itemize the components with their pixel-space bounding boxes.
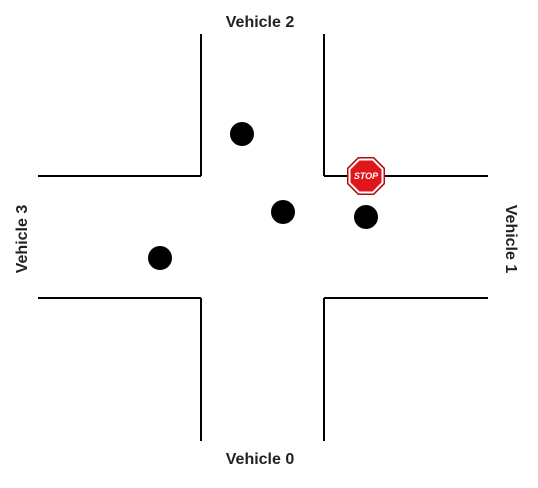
label-right: Vehicle 1 <box>502 205 519 274</box>
vehicles <box>148 122 378 270</box>
vehicle-dot <box>354 205 378 229</box>
label-bottom: Vehicle 0 <box>226 451 295 468</box>
vehicle-dot <box>230 122 254 146</box>
vehicle-dot <box>271 200 295 224</box>
stop-sign-icon: STOP <box>347 157 385 195</box>
label-left: Vehicle 3 <box>14 205 31 274</box>
label-top: Vehicle 2 <box>226 14 295 31</box>
stop-sign-text: STOP <box>354 171 379 181</box>
stop-sign-face <box>350 160 382 192</box>
road-edges <box>38 34 488 441</box>
vehicle-dot <box>148 246 172 270</box>
